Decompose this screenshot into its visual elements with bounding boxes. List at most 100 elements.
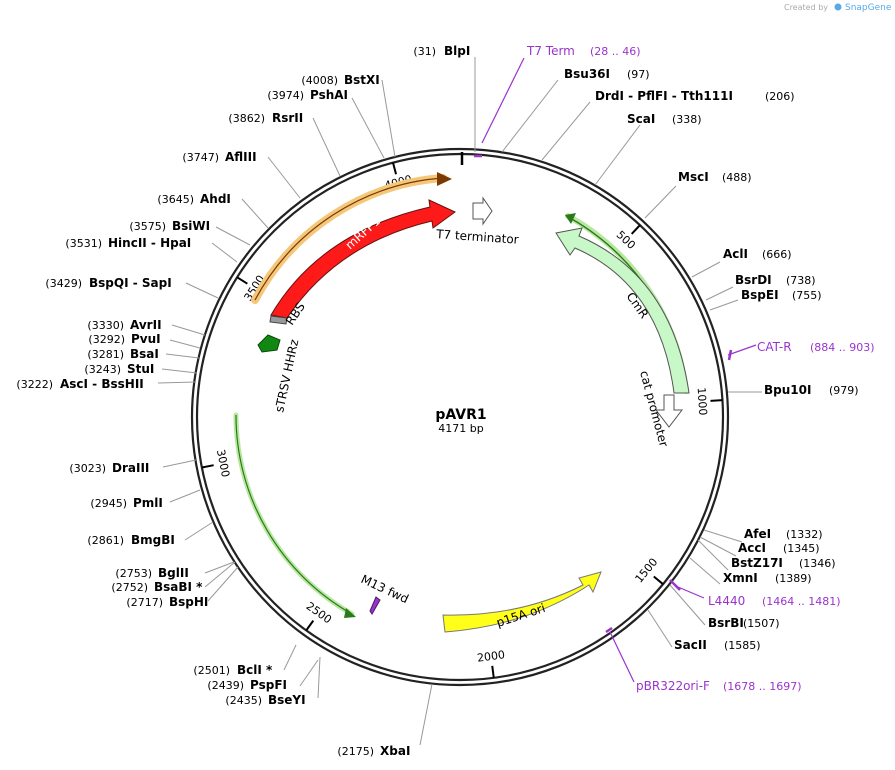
site-drdi-pos: (206) (765, 90, 795, 103)
site-asci-pos: (3222) (16, 378, 53, 391)
site-pmli-pos: (2945) (90, 497, 127, 510)
ruler-tick (305, 620, 315, 631)
ruler-label: 2500 (304, 599, 334, 626)
site-bstxi-pos: (4008) (301, 74, 338, 87)
ruler-tick (653, 575, 664, 585)
site-bpu10i-name: Bpu10I (764, 383, 811, 397)
site-blpi-pos: (31) (413, 45, 436, 58)
site-xmni-pos: (1389) (775, 572, 812, 585)
mrfp1-arrow-body (270, 199, 456, 319)
site-asci-name: AscI - BssHII (60, 377, 144, 391)
site-sacii-name: SacII (674, 638, 707, 652)
site-bsrbi-pos: (1507) (743, 617, 780, 630)
site-bsphi-name: BspHI (169, 595, 208, 609)
site-pvui-name: PvuI (131, 332, 161, 346)
plasmid-name: pAVR1 (435, 407, 486, 423)
p15a-ori-label: p15A ori (495, 601, 547, 630)
t7-terminator-label: T7 terminator (435, 227, 519, 247)
cmr-arrow (555, 227, 690, 394)
inner-orf-head (344, 608, 356, 618)
snapgene-brand-text: SnapGene (845, 3, 892, 13)
inner-orf-line (235, 414, 353, 615)
site-bsrdi-name: BsrDI (735, 273, 772, 287)
site-msci-pos: (488) (722, 171, 752, 184)
ruler-tick (630, 224, 641, 235)
site-acci-name: AccI (738, 541, 766, 555)
site-bmgbi-pos: (2861) (87, 534, 124, 547)
site-afei-name: AfeI (744, 527, 771, 541)
site-drdi-name: DrdI - PflFI - Tth111I (595, 89, 733, 103)
m13-fwd-arrow (369, 596, 381, 615)
primer-pbr322-pos: (1678 .. 1697) (723, 680, 802, 693)
site-xbai-pos: (2175) (337, 745, 374, 758)
site-acli-name: AclI (723, 247, 748, 261)
ruler-tick (236, 276, 248, 285)
site-hincii-pos: (3531) (65, 237, 102, 250)
primer-t7term-name: T7 Term (526, 44, 575, 58)
site-bseyi-name: BseYI (268, 693, 306, 707)
site-bmgbi-name: BmgBI (131, 533, 175, 547)
site-bspqi-name: BspQI - SapI (89, 276, 172, 290)
site-bspei-pos: (755) (792, 289, 822, 302)
site-pspfi-name: PspFI (250, 678, 287, 692)
site-bsu36i-pos: (97) (627, 68, 650, 81)
site-bsai-pos: (3281) (87, 348, 124, 361)
site-xbai-name: XbaI (380, 744, 410, 758)
site-bsabi-name: BsaBI * (154, 580, 203, 594)
plasmid-length: 4171 bp (438, 422, 483, 435)
site-afliii-name: AflIII (225, 150, 257, 164)
site-hincii-name: HincII - HpaI (108, 236, 191, 250)
site-bstz17i-name: BstZ17I (731, 556, 783, 570)
site-scai-pos: (338) (672, 113, 702, 126)
site-bglii-name: BglII (158, 566, 189, 580)
plasmid-backbone-outer (190, 147, 730, 687)
mrfp1-orf-head (437, 172, 452, 186)
mrfp1-orf-line (254, 177, 444, 301)
site-pshai-name: PshAI (310, 88, 348, 102)
sttrsv-hhrz-arrow (257, 334, 281, 353)
site-bglii-pos: (2753) (115, 567, 152, 580)
primer-catr-name: CAT-R (757, 340, 792, 354)
site-avrii-name: AvrII (130, 318, 162, 332)
ruler-tick (201, 464, 214, 469)
site-blpi-name: BlpI (444, 44, 470, 58)
site-draiii-name: DraIII (112, 461, 149, 475)
ruler-label: 1500 (633, 556, 661, 586)
primer-l4440-name: L4440 (708, 594, 745, 608)
site-afei-pos: (1332) (786, 528, 823, 541)
site-rsrii-name: RsrII (272, 111, 303, 125)
site-pspfi-pos: (2439) (207, 679, 244, 692)
site-bspqi-pos: (3429) (45, 277, 82, 290)
site-pvui-pos: (3292) (88, 333, 125, 346)
ruler-label: 2000 (476, 648, 505, 664)
site-stui-pos: (3243) (84, 363, 121, 376)
cmr-orf-head (565, 213, 576, 224)
ruler-label: 1000 (695, 387, 710, 416)
primer-marks (474, 57, 757, 683)
site-bsrbi-name: BsrBI (708, 616, 744, 630)
site-bsiwi-pos: (3575) (129, 220, 166, 233)
created-by-text: Created by (784, 3, 828, 12)
m13-fwd-label: M13 fwd (359, 572, 411, 606)
site-stui-name: StuI (127, 362, 154, 376)
site-sacii-pos: (1585) (724, 639, 761, 652)
site-afliii-pos: (3747) (182, 151, 219, 164)
site-pshai-pos: (3974) (267, 89, 304, 102)
ruler-label: 3000 (214, 448, 232, 478)
site-bsu36i-name: Bsu36I (564, 67, 610, 81)
rbs-feature (269, 315, 288, 325)
site-acli-pos: (666) (762, 248, 792, 261)
site-acci-pos: (1345) (783, 542, 820, 555)
snapgene-logo-icon (834, 3, 842, 11)
p15a-ori-arrow (442, 571, 602, 633)
primer-catr-pos: (884 .. 903) (810, 341, 875, 354)
site-bspei-name: BspEI (741, 288, 779, 302)
site-bsabi-pos: (2752) (111, 581, 148, 594)
site-bcli-pos: (2501) (193, 664, 230, 677)
site-bcli-name: BclI * (237, 663, 273, 677)
cat-promoter-arrow (654, 394, 684, 428)
site-draiii-pos: (3023) (69, 462, 106, 475)
plasmid-backbone-inner (195, 152, 725, 682)
site-scai-name: ScaI (627, 112, 655, 126)
